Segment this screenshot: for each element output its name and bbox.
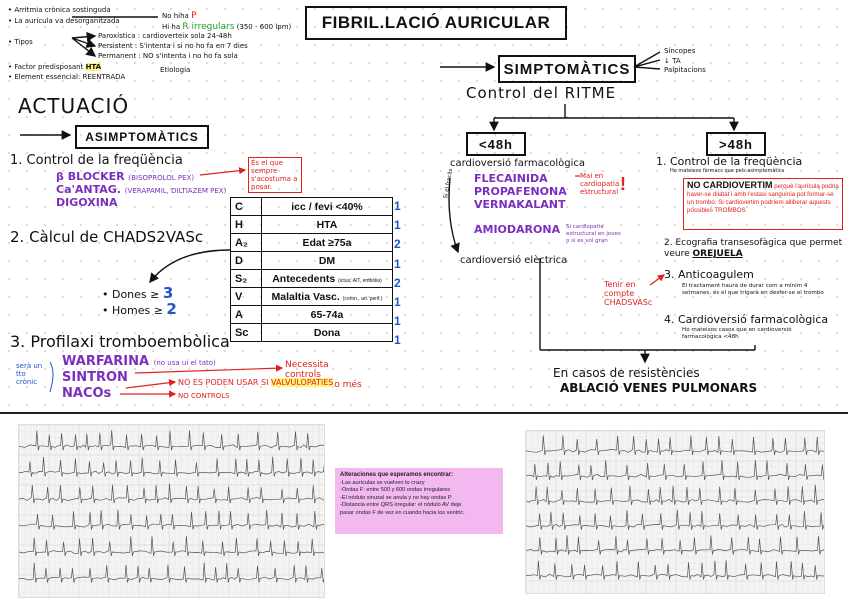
intro-ona-p: No hiha P (162, 11, 197, 21)
r-control-small: Ho mateixos fàrmacs que pels asimptomàti… (670, 168, 785, 174)
ecg-strip-left (18, 424, 325, 598)
cv-farmacologica: cardioversió farmacològica (450, 158, 585, 169)
ecg-strip-right (525, 430, 825, 594)
note-tenir-compte: Tenir en compte CHADSVASc (604, 280, 653, 307)
exclamation-icon: ! (620, 174, 626, 194)
dot-grid-background (0, 0, 848, 410)
simptomatics-box: SIMPTOMÀTICS (498, 55, 636, 83)
alteraciones-info-box: Alteraciones que esperamos encontrar: -L… (335, 468, 503, 534)
note-no-cardiopatia: Mai en cardiopatia estructural (580, 172, 620, 196)
symptom-sincopes: Síncopes (664, 47, 696, 55)
symptom-ta: ↓ TA (664, 57, 681, 65)
r-cv-farmacologica: 4. Cardioversió farmacològica (664, 313, 829, 326)
ecg-trace (19, 483, 324, 504)
drug-nacos: NACOs (62, 386, 112, 401)
r-ecografia: 2. Ecografia transesofàgica que permet v… (664, 238, 843, 259)
intro-rr: Hi ha R irregulars (350 - 600 lpm) (162, 22, 292, 32)
drug-warfarina: WARFARINA (no usa ui el tato) (62, 354, 216, 369)
lt48-box: <48h (466, 132, 526, 156)
intro-factor: • Factor predisposant HTA (8, 63, 102, 71)
r-anticoagulem: 3. Anticoagulem (664, 268, 754, 281)
drug-bblocker: β BLOCKER (BISOPROLOL PEX) (56, 170, 195, 183)
note-sempre: És el que sempre s'acostuma a posar. (248, 157, 302, 193)
ecg-trace (526, 484, 824, 505)
drug-sintron: SINTRON (62, 370, 128, 385)
cv-electrica: cardioversió elèctrica (460, 255, 568, 266)
ecg-trace (526, 535, 824, 555)
section-profilaxi: 3. Profilaxi tromboembòlica (10, 332, 230, 351)
drug-amiodarona: AMIODARONA (474, 223, 561, 236)
ecg-trace (19, 562, 324, 583)
section-control-frequencia: 1. Control de la freqüència (10, 153, 183, 168)
connector-lines (20, 16, 756, 398)
ecg-trace (19, 509, 324, 530)
ecg-trace (19, 456, 324, 477)
intro-tipo-3: Permanent : NO s'intenta i no ho fa sola (98, 52, 238, 60)
intro-line-1: • Arritmia crònica sostinguda (8, 6, 111, 14)
ecg-trace (526, 509, 824, 530)
intro-line-2: • La aurícula va desorganitzada (8, 17, 120, 25)
resistencies: En casos de resistències (553, 366, 700, 380)
note-no-controls: NO CONTROLS (178, 392, 230, 400)
drug-digoxina: DIGOXINA (56, 196, 118, 209)
drug-ca-antag: Ca'ANTAG. (VERAPAMIL, DILTIAZEM PEX) (56, 183, 227, 196)
symptom-palpitacions: Palpitacions (664, 66, 706, 74)
drug-propafenona: PROPAFENONA (474, 185, 567, 198)
threshold-homes: • Homes ≥ 2 (102, 300, 177, 318)
gt48-box: >48h (706, 132, 766, 156)
section-divider (0, 412, 848, 414)
drug-vernakalant: VERNAKALANT (474, 198, 566, 211)
actuacio-heading: ACTUACIÓ (18, 94, 130, 118)
ecg-trace (526, 459, 824, 480)
asimptomatics-box: ASIMPTOMÀTICS (75, 125, 209, 149)
note-cronic: serà un tto crònic (16, 362, 43, 386)
intro-tipo-1: Paroxística : cardioverteix sola 24-48h (98, 32, 232, 40)
control-ritme: Control del RITME (466, 84, 617, 102)
ecg-trace (19, 430, 324, 451)
note-amiodarona: Si cardiopatia estructural en joves o si… (566, 224, 621, 244)
intro-element: • Element essencial: REENTRADA (8, 73, 126, 81)
ecg-trace (526, 435, 824, 455)
drug-flecainida: FLECAINIDA (474, 172, 548, 185)
intro-etiologia: Etiologia (160, 66, 191, 74)
r-anticoagulem-small: El tractament haurà de durar com a mínim… (682, 283, 824, 296)
ecg-trace (19, 536, 324, 557)
no-cardiovertim-box: NO CARDIOVERTIM perquè l'aurícula podria… (683, 178, 843, 230)
ablacio: ABLACIÓ VENES PULMONARS (560, 381, 758, 395)
intro-tipo-2: Persistent : S'intenta i si no ho fa en … (98, 42, 248, 50)
page-title: FIBRIL.LACIÓ AURICULAR (305, 6, 567, 40)
section-chads: 2. Càlcul de CHADS2VASc (10, 228, 204, 246)
r-cv-small: Ho mateixos casos que en cardioversió fa… (682, 327, 792, 340)
note-valvulopaties: NO ES PODEN USAR SI VALVULOPATIES (178, 378, 334, 387)
ecg-trace (526, 560, 824, 580)
r-control-frequencia: 1. Control de la freqüència (656, 155, 803, 168)
intro-tipos: • Tipos (8, 38, 33, 46)
threshold-dones: • Dones ≥ 3 (102, 284, 174, 302)
